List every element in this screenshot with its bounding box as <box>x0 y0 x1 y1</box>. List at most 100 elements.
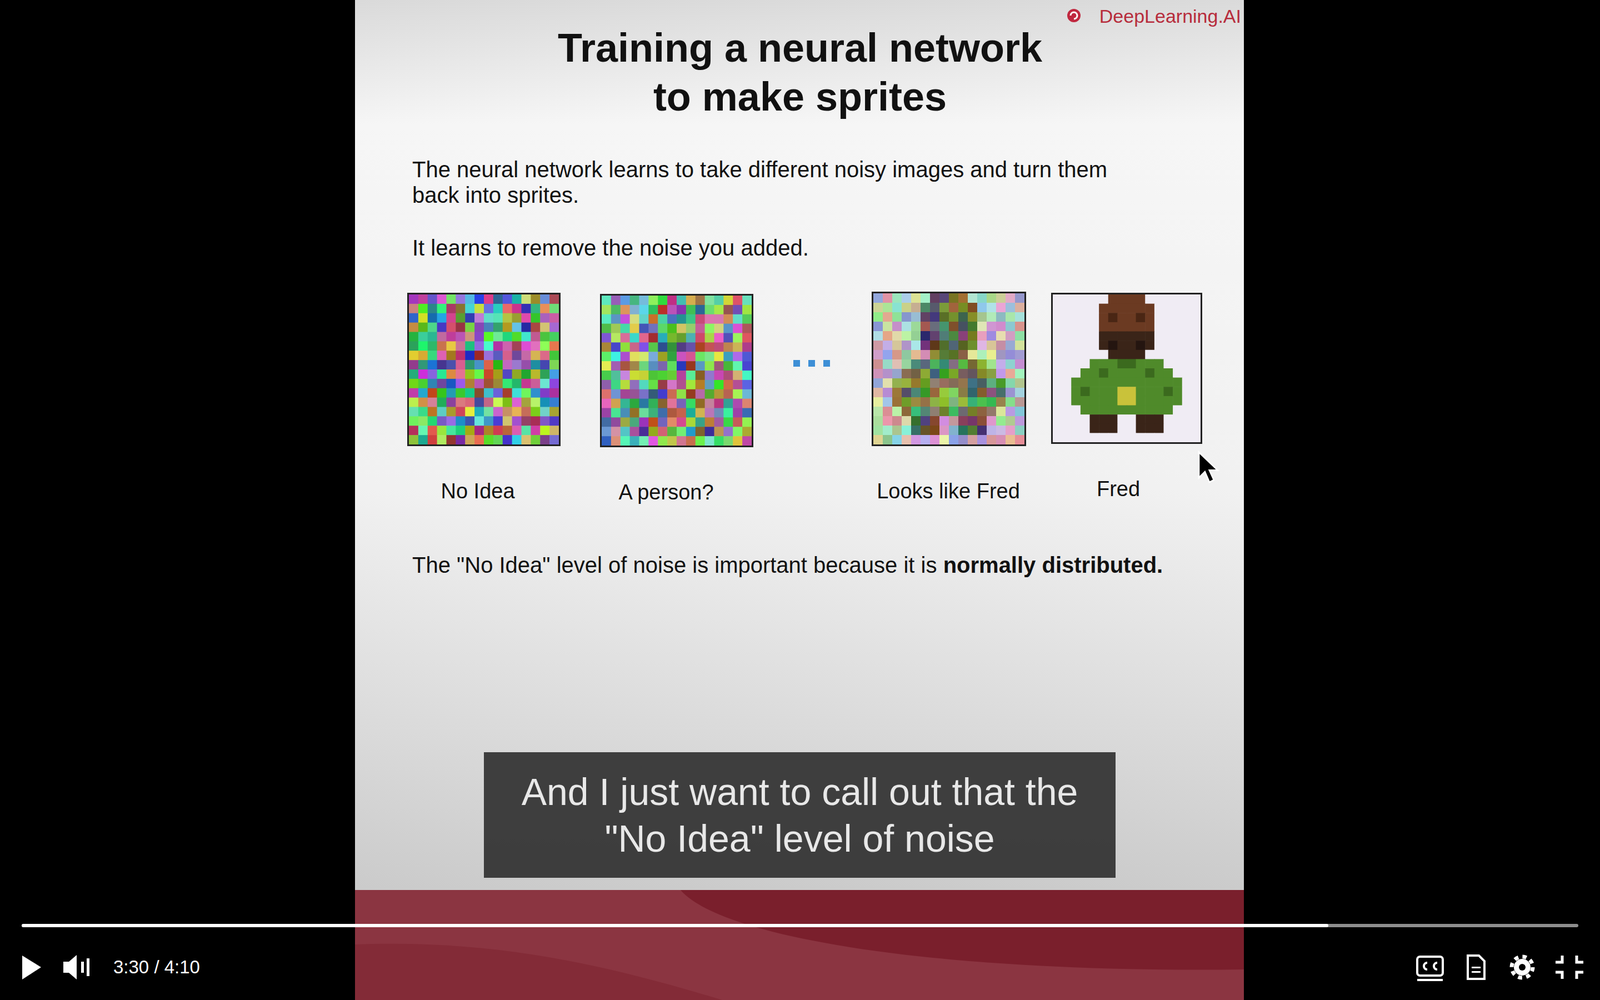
sprite-pixel <box>1163 340 1174 350</box>
sprite-pixel <box>911 312 922 323</box>
sprite-pixel <box>1172 322 1183 332</box>
sprite-pixel <box>1071 432 1081 443</box>
sprite-pixel <box>958 340 969 351</box>
sprite-pixel <box>996 425 1007 436</box>
sprite-pixel <box>1080 386 1090 397</box>
sprite-pixel <box>1062 396 1072 406</box>
sprite-pixel <box>1145 312 1155 323</box>
sprite-pixel <box>939 416 950 427</box>
sprite-frame: A person? <box>600 293 754 448</box>
sprite-pixel <box>1098 350 1109 360</box>
sprite-pixel <box>657 323 668 334</box>
sprite-pixel <box>939 425 950 436</box>
sprite-pixel <box>939 397 950 408</box>
sprite-pixel <box>639 389 649 399</box>
sprite-pixel <box>686 342 696 352</box>
sprite-pixel <box>1098 432 1109 443</box>
ellipsis-dot <box>793 360 800 367</box>
sprite-pixel <box>521 313 532 323</box>
sprite-pixel <box>695 408 705 418</box>
sprite-pixel <box>1117 340 1127 350</box>
sprite-pixel <box>512 360 522 370</box>
sprite-pixel <box>676 351 687 362</box>
sprite-pixel <box>455 416 465 426</box>
sprite-pixel <box>958 293 969 304</box>
sprite-pixel <box>1182 303 1192 314</box>
sprite-pixel <box>705 398 715 409</box>
sprite-label: Fred <box>1096 476 1140 502</box>
sprite-pixel <box>977 387 988 398</box>
sprite-frame: No Idea <box>407 292 561 447</box>
sprite-image <box>601 295 753 447</box>
sprite-pixel <box>611 436 621 446</box>
sprite-pixel <box>667 351 677 362</box>
sprite-pixel <box>1136 322 1146 332</box>
sprite-pixel <box>901 293 912 304</box>
sprite-pixel <box>1090 340 1100 350</box>
sprite-pixel <box>901 416 912 427</box>
sprite-pixel <box>873 302 884 313</box>
sprite-label: No Idea <box>440 478 515 504</box>
sprite-pixel <box>742 426 752 437</box>
sprite-pixel <box>465 435 475 445</box>
sprite-pixel <box>1163 368 1174 378</box>
sprite-pixel <box>427 332 438 342</box>
sprite-pixel <box>530 294 540 304</box>
sprite-pixel <box>996 293 1007 304</box>
sprite-pixel <box>1145 294 1155 304</box>
sprite-pixel <box>742 436 752 446</box>
slide-footer-band <box>355 890 1244 1000</box>
sprite-pixel <box>667 426 677 437</box>
volume-icon <box>63 955 77 980</box>
sprite-pixel <box>1015 321 1025 332</box>
sprite-pixel <box>446 313 457 323</box>
sprite-pixel <box>540 341 550 351</box>
sprite-pixel <box>1080 423 1090 434</box>
sprite-pixel <box>948 359 959 370</box>
transcript-icon <box>1471 971 1481 973</box>
sprite-pixel <box>512 341 522 351</box>
sprite-pixel <box>474 303 484 314</box>
sprite-pixel <box>465 350 475 360</box>
sprite-pixel <box>911 425 922 436</box>
sprite-pixel <box>742 351 752 362</box>
sprite-pixel <box>530 416 540 426</box>
sprite-pixel <box>1136 396 1146 406</box>
sprite-pixel <box>1080 396 1090 406</box>
sprite-pixel <box>1005 425 1016 436</box>
sprite-pixel <box>723 351 733 362</box>
sprite-pixel <box>611 398 621 409</box>
sprite-pixel <box>1062 350 1072 360</box>
sprite-pixel <box>408 303 419 314</box>
sprite-pixel <box>474 360 484 370</box>
sprite-pixel <box>1005 293 1016 304</box>
sprite-pixel <box>939 302 950 313</box>
sprite-pixel <box>620 417 630 427</box>
sprite-pixel <box>676 333 687 343</box>
sprite-pixel <box>882 368 893 379</box>
sprite-pixel <box>483 332 494 342</box>
sprite-pixel <box>967 406 978 417</box>
sprite-pixel <box>408 360 419 370</box>
sprite-pixel <box>1191 432 1201 443</box>
sprite-pixel <box>549 341 559 351</box>
sprite-pixel <box>1163 405 1174 415</box>
sprite-pixel <box>986 378 997 389</box>
sprite-pixel <box>695 295 705 305</box>
sprite-pixel <box>667 305 677 315</box>
sprite-pixel <box>483 407 494 417</box>
sprite-pixel <box>483 416 494 426</box>
sprite-pixel <box>437 332 447 342</box>
brand-icon <box>1070 12 1078 19</box>
sprite-pixel <box>686 351 696 362</box>
subtitle-box: And I just want to call out that the "No… <box>483 752 1116 878</box>
sprite-pixel <box>657 408 668 418</box>
sprite-pixel <box>723 342 733 352</box>
sprite-pixel <box>977 425 988 436</box>
sprite-pixel <box>1154 331 1164 342</box>
sprite-pixel <box>657 389 668 399</box>
sprite-pixel <box>418 425 428 435</box>
sprite-pixel <box>611 333 621 343</box>
sprite-pixel <box>474 294 484 304</box>
sprite-pixel <box>892 359 903 370</box>
